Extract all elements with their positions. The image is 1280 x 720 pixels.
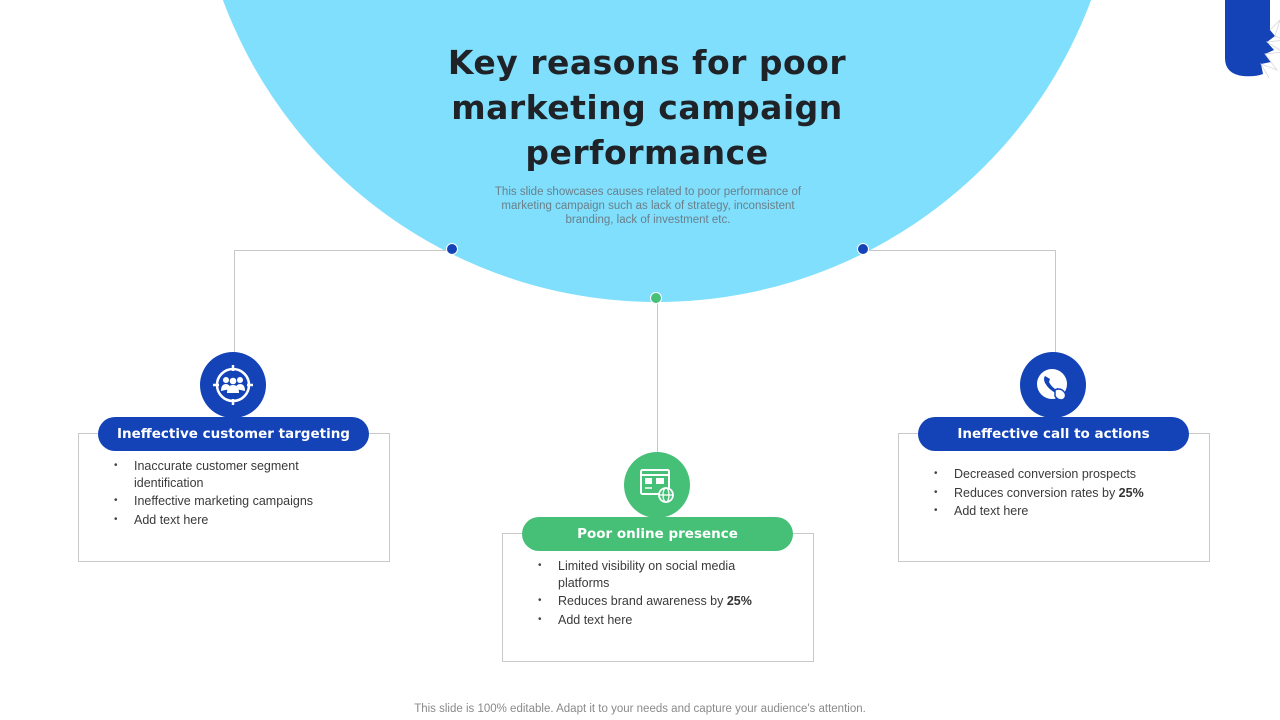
connector-center-vertical (657, 300, 658, 454)
page-subtitle: This slide showcases causes related to p… (494, 186, 802, 226)
connector-left-horizontal (234, 250, 453, 251)
card-heading-customer-targeting: Ineffective customer targeting (98, 417, 369, 451)
list-item: Limited visibility on social media platf… (534, 558, 774, 591)
corner-decoration-icon (1225, 0, 1280, 78)
footer-note: This slide is 100% editable. Adapt it to… (414, 703, 866, 715)
bullet-stat: 25% (1118, 485, 1144, 500)
title-line-1: Key reasons for poor (447, 43, 847, 82)
connector-dot-center (650, 292, 662, 304)
connector-right-vertical (1055, 250, 1056, 354)
list-item: Add text here (930, 503, 1180, 520)
card-bullet-list: Limited visibility on social media platf… (534, 558, 774, 630)
connector-left-vertical (234, 250, 235, 354)
card-icon-circle (624, 452, 690, 518)
list-item: Inaccurate customer segment identificati… (110, 458, 340, 491)
list-item: Add text here (534, 612, 774, 629)
page-title: Key reasons for poor marketing campaign … (420, 40, 874, 175)
title-line-3: performance (525, 133, 769, 172)
title-line-2: marketing campaign (451, 88, 843, 127)
list-item: Ineffective marketing campaigns (110, 493, 340, 510)
phone-call-icon (1037, 369, 1067, 401)
bullet-text: Reduces brand awareness by (558, 594, 727, 608)
connector-dot-right (857, 243, 869, 255)
target-audience-icon (213, 365, 253, 405)
list-item: Decreased conversion prospects (930, 466, 1180, 483)
connector-dot-left (446, 243, 458, 255)
connector-right-horizontal (864, 250, 1056, 251)
list-item: Reduces brand awareness by 25% (534, 593, 774, 610)
card-heading-online-presence: Poor online presence (522, 517, 793, 551)
bullet-stat: 25% (726, 594, 752, 608)
card-bullet-list: Inaccurate customer segment identificati… (110, 458, 340, 530)
list-item: Reduces conversion rates by 25% (930, 485, 1180, 502)
card-icon-circle (1020, 352, 1086, 418)
list-item: Add text here (110, 512, 340, 529)
card-icon-circle (200, 352, 266, 418)
bullet-text: Reduces conversion rates by (954, 485, 1119, 500)
web-globe-icon (640, 469, 674, 503)
card-heading-call-to-actions: Ineffective call to actions (918, 417, 1189, 451)
card-bullet-list: Decreased conversion prospects Reduces c… (930, 466, 1180, 522)
